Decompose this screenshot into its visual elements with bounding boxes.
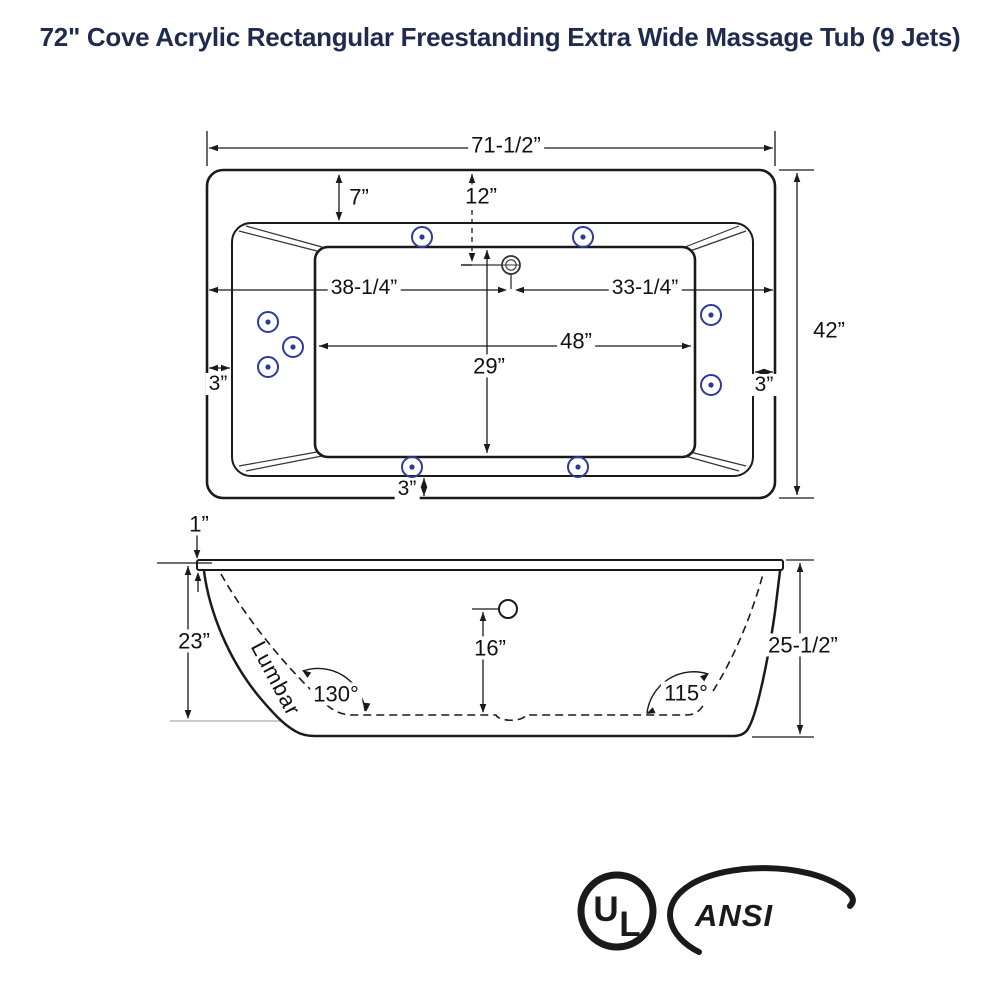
front-angle-label: 115° (661, 681, 711, 705)
overflow-drain-icon (472, 599, 518, 619)
jet-icon (700, 304, 722, 326)
ul-letter-u: U (593, 890, 618, 929)
massage-jets (257, 226, 722, 478)
backrest-angle-arc (302, 667, 366, 712)
dim-basin-length-label: 48” (557, 329, 595, 353)
dim-top-rim-label: 7” (346, 185, 372, 209)
dim-basin-width-label: 29” (470, 354, 508, 378)
tub-basin-floor-edge (313, 245, 697, 459)
dim-drain-offset-top-label: 12” (462, 184, 500, 208)
dim-bottom-rim-label: 3” (394, 477, 420, 501)
tub-rim-profile (196, 559, 784, 571)
top-view-dimensions (206, 131, 814, 499)
dim-left-to-drain-label: 38-1/4” (327, 276, 401, 300)
dim-basin-depth-label: 23” (175, 629, 213, 653)
jet-icon (282, 336, 304, 358)
dim-overflow-height-label: 16” (471, 636, 509, 660)
dim-rim-thickness-label: 1” (186, 512, 212, 536)
corner-chamfer-lines (238, 225, 747, 472)
tub-inner-profile-dashed (220, 573, 764, 722)
ansi-label: ANSI (694, 898, 773, 933)
dim-drain-to-right-label: 33-1/4” (608, 276, 682, 300)
arrowheads (209, 144, 801, 496)
ul-letter-l: L (619, 905, 640, 944)
jet-icon (257, 311, 279, 333)
certification-logos: U L ANSI (577, 865, 856, 955)
dim-overall-height-label: 25-1/2” (765, 633, 841, 657)
jet-icon (257, 356, 279, 378)
dim-overall-depth-label: 42” (810, 318, 848, 342)
top-view (205, 131, 814, 500)
diagram-title: 72" Cove Acrylic Rectangular Freestandin… (39, 22, 961, 52)
jet-icon (411, 226, 433, 248)
ansi-swoosh (667, 865, 856, 955)
jet-icon (401, 456, 423, 478)
arrowheads (184, 550, 804, 734)
drain-icon (461, 255, 521, 289)
ul-logo: U L (577, 871, 657, 951)
jet-icon (572, 226, 594, 248)
dim-left-rim-label: 3” (205, 372, 231, 396)
dim-right-rim-label: 3” (751, 373, 777, 397)
jet-icon (700, 374, 722, 396)
ansi-logo: ANSI (667, 865, 856, 955)
backrest-angle-label: 130° (310, 682, 362, 706)
dim-overall-width-label: 71-1/2” (468, 133, 544, 157)
front-angle-arc (646, 671, 709, 714)
jet-icon (567, 456, 589, 478)
